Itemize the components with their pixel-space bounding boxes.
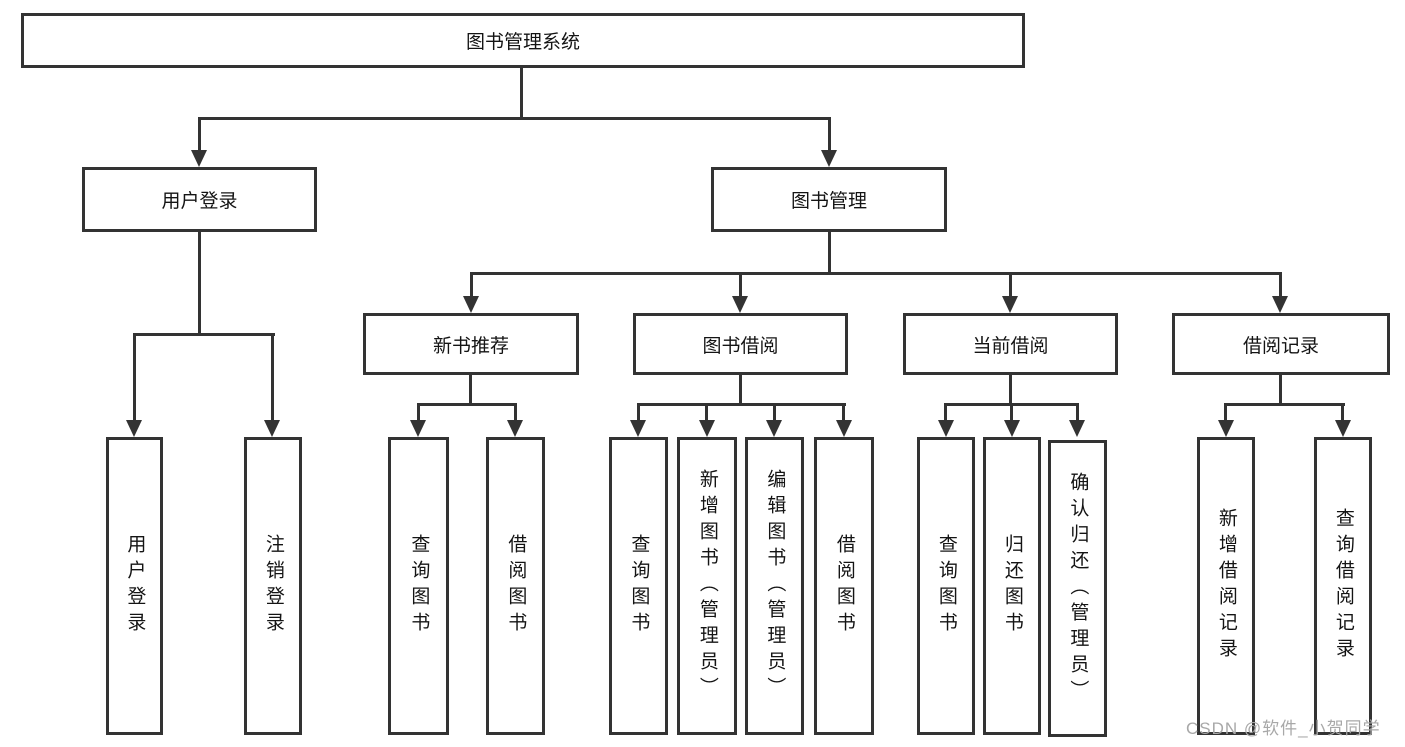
node-label: 新书推荐 [432,335,509,357]
connector-line [469,375,472,406]
arrowhead-down-icon [699,420,715,437]
node-current-borrowing: 当前借阅 [903,313,1118,375]
leaf-add-books-admin: 新增图书（管理员） [677,437,737,735]
arrowhead-down-icon [821,150,837,167]
node-label: 查询借阅记录 [1332,508,1354,664]
connector-line [520,68,523,118]
node-label: 查询图书 [408,534,430,638]
node-label: 查询图书 [935,534,957,638]
connector-line [842,403,845,422]
node-new-book-recommendation: 新书推荐 [363,313,579,375]
connector-line [470,272,473,298]
connector-line [417,403,420,422]
connector-line [1279,272,1282,298]
arrowhead-down-icon [1272,296,1288,313]
connector-line [198,117,201,153]
connector-line [1076,403,1079,422]
connector-line [1224,403,1227,422]
connector-line [1279,375,1282,406]
connector-line [1010,403,1013,422]
connector-line [133,333,275,336]
leaf-query-books-current: 查询图书 [917,437,975,735]
leaf-return-books: 归还图书 [983,437,1041,735]
arrowhead-down-icon [507,420,523,437]
arrowhead-down-icon [938,420,954,437]
connector-line [271,333,274,422]
connector-line [773,403,776,422]
node-label: 借阅图书 [833,534,855,638]
connector-line [514,403,517,422]
connector-line [470,272,1282,275]
leaf-logout: 注销登录 [244,437,302,735]
node-label: 借阅记录 [1242,335,1319,357]
node-book-management: 图书管理 [711,167,947,232]
node-label: 图书管理系统 [465,32,580,53]
arrowhead-down-icon [264,420,280,437]
connector-line [133,333,136,422]
arrowhead-down-icon [1004,420,1020,437]
arrowhead-down-icon [1069,420,1085,437]
arrowhead-down-icon [836,420,852,437]
node-label: 注销登录 [262,534,284,638]
arrowhead-down-icon [732,296,748,313]
connector-line [739,272,742,298]
connector-line [944,403,947,422]
connector-line [1009,375,1012,406]
connector-line [637,403,846,406]
node-label: 新增图书（管理员） [696,469,718,703]
arrowhead-down-icon [191,150,207,167]
leaf-borrow-books-recommend: 借阅图书 [486,437,545,735]
leaf-query-borrow-record: 查询借阅记录 [1314,437,1372,735]
node-user-login: 用户登录 [82,167,317,232]
arrowhead-down-icon [410,420,426,437]
node-label: 图书借阅 [702,335,779,357]
connector-line [198,232,201,336]
node-label: 当前借阅 [972,335,1049,357]
connector-line [1341,403,1344,422]
leaf-borrow-books: 借阅图书 [814,437,874,735]
arrowhead-down-icon [1335,420,1351,437]
arrowhead-down-icon [126,420,142,437]
node-label: 新增借阅记录 [1215,508,1237,664]
node-label: 归还图书 [1001,534,1023,638]
connector-line [828,117,831,153]
arrowhead-down-icon [766,420,782,437]
leaf-user-login: 用户登录 [106,437,163,735]
arrowhead-down-icon [1218,420,1234,437]
arrowhead-down-icon [1002,296,1018,313]
node-label: 确认归还（管理员） [1067,471,1089,706]
connector-line [417,403,517,406]
leaf-query-books-borrowing: 查询图书 [609,437,668,735]
leaf-edit-books-admin: 编辑图书（管理员） [745,437,804,735]
leaf-query-books-recommend: 查询图书 [388,437,449,735]
connector-line [1224,403,1345,406]
node-label: 查询图书 [628,534,650,638]
node-label: 编辑图书（管理员） [764,469,786,703]
connector-line [739,375,742,406]
arrowhead-down-icon [630,420,646,437]
node-book-borrowing: 图书借阅 [633,313,848,375]
connector-line [705,403,708,422]
leaf-confirm-return-admin: 确认归还（管理员） [1048,440,1107,737]
node-library-system: 图书管理系统 [21,13,1025,68]
csdn-watermark: CSDN @软件_小贺同学 [1186,719,1381,738]
connector-line [637,403,640,422]
leaf-add-borrow-record: 新增借阅记录 [1197,437,1255,735]
node-label: 用户登录 [124,534,146,638]
connector-line [198,117,831,120]
connector-line [1009,272,1012,298]
node-borrowing-records: 借阅记录 [1172,313,1390,375]
node-label: 借阅图书 [505,534,527,638]
node-label: 图书管理 [790,191,867,212]
connector-line [828,232,831,275]
arrowhead-down-icon [463,296,479,313]
node-label: 用户登录 [161,191,238,212]
